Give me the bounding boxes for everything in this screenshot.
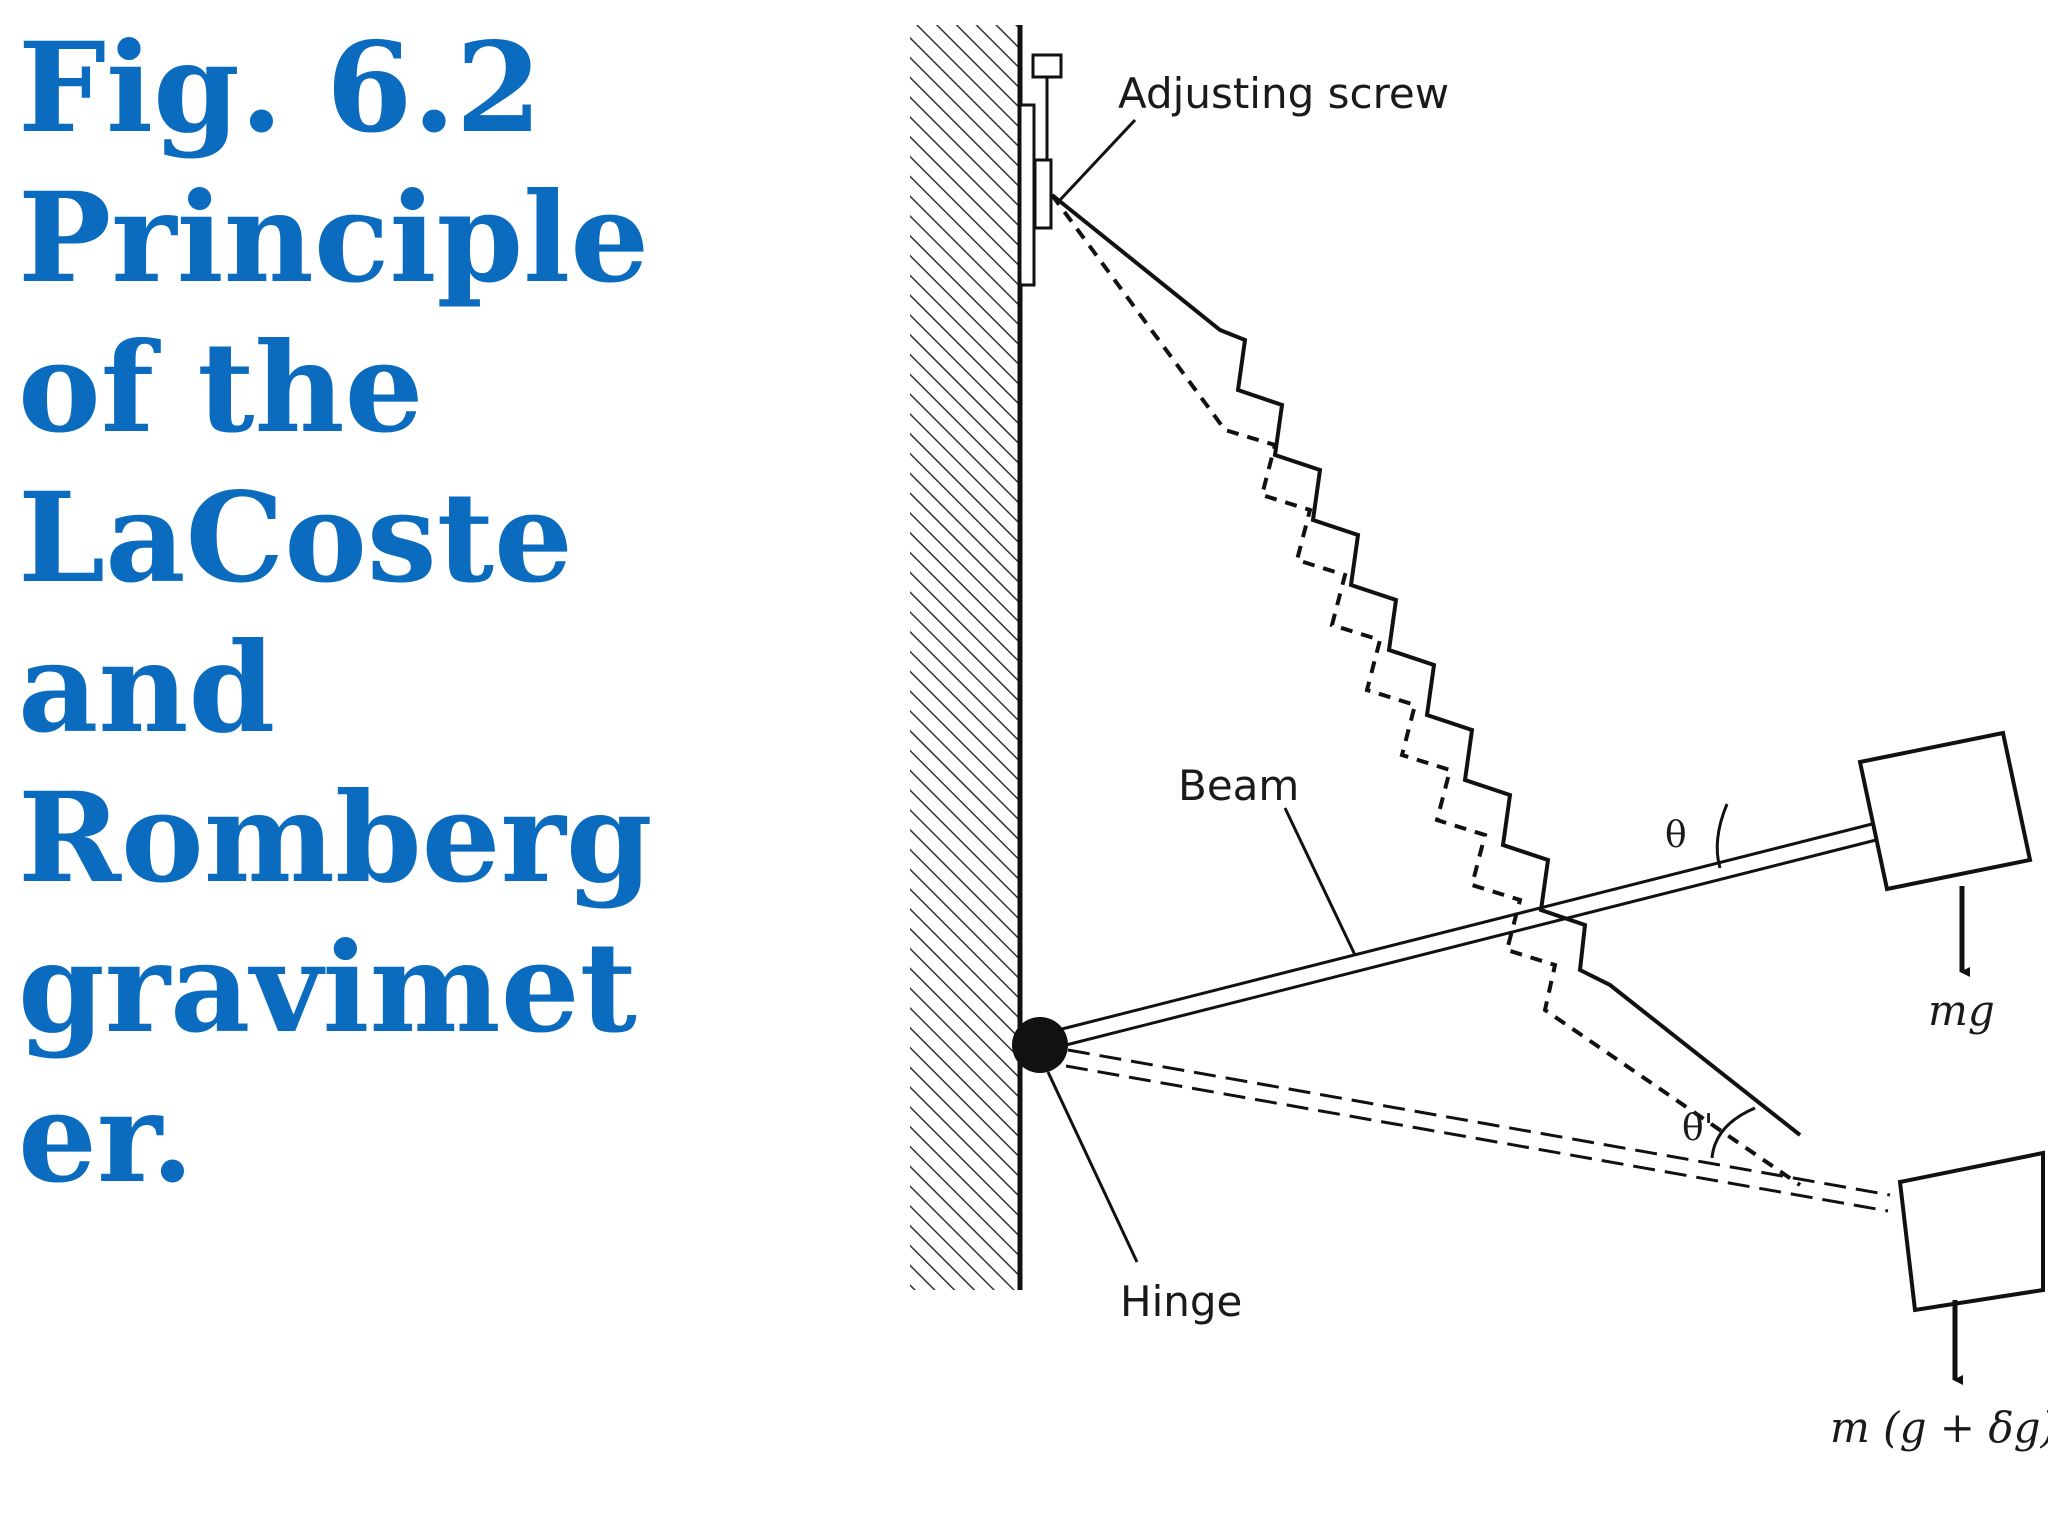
wall	[910, 25, 1023, 1290]
caption-line: Fig. 6.2	[18, 16, 542, 161]
caption-line: gravimet	[18, 916, 637, 1061]
mass-upper	[1857, 730, 2033, 892]
displaced-spring	[1050, 193, 1802, 1187]
angle-arc-theta	[1715, 803, 1729, 869]
wall-hatching	[910, 25, 1020, 1290]
leader-hinge	[1046, 1071, 1139, 1263]
caption-line: Principle	[18, 166, 650, 311]
caption-line: er.	[18, 1066, 195, 1211]
caption-line: and	[18, 616, 276, 761]
caption-line: of the	[18, 316, 424, 461]
figure-caption: Fig. 6.2 Principle of the LaCoste and Ro…	[18, 14, 658, 1214]
angle-arc-theta-prime	[1710, 1106, 1756, 1159]
mass-lower	[1897, 1150, 2045, 1313]
adjusting-screw	[1018, 53, 1063, 287]
label-force-lower: m (g + δg)	[1830, 1403, 2048, 1452]
label-theta-prime: θ'	[1682, 1108, 1714, 1149]
hinge-pivot	[1012, 1017, 1068, 1073]
leader-beam	[1283, 807, 1357, 956]
caption-line: Romberg	[18, 766, 653, 911]
caption-line: LaCoste	[18, 466, 573, 611]
beam	[1057, 820, 1885, 1048]
label-hinge: Hinge	[1120, 1277, 1242, 1326]
label-theta: θ	[1665, 815, 1687, 856]
leader-adjusting-screw	[1058, 118, 1137, 202]
spring	[1050, 193, 1802, 1137]
label-adjusting-screw: Adjusting screw	[1118, 69, 1449, 118]
label-beam: Beam	[1178, 761, 1299, 810]
label-force-upper: mg	[1928, 986, 1995, 1035]
displaced-beam	[1065, 1048, 1891, 1213]
